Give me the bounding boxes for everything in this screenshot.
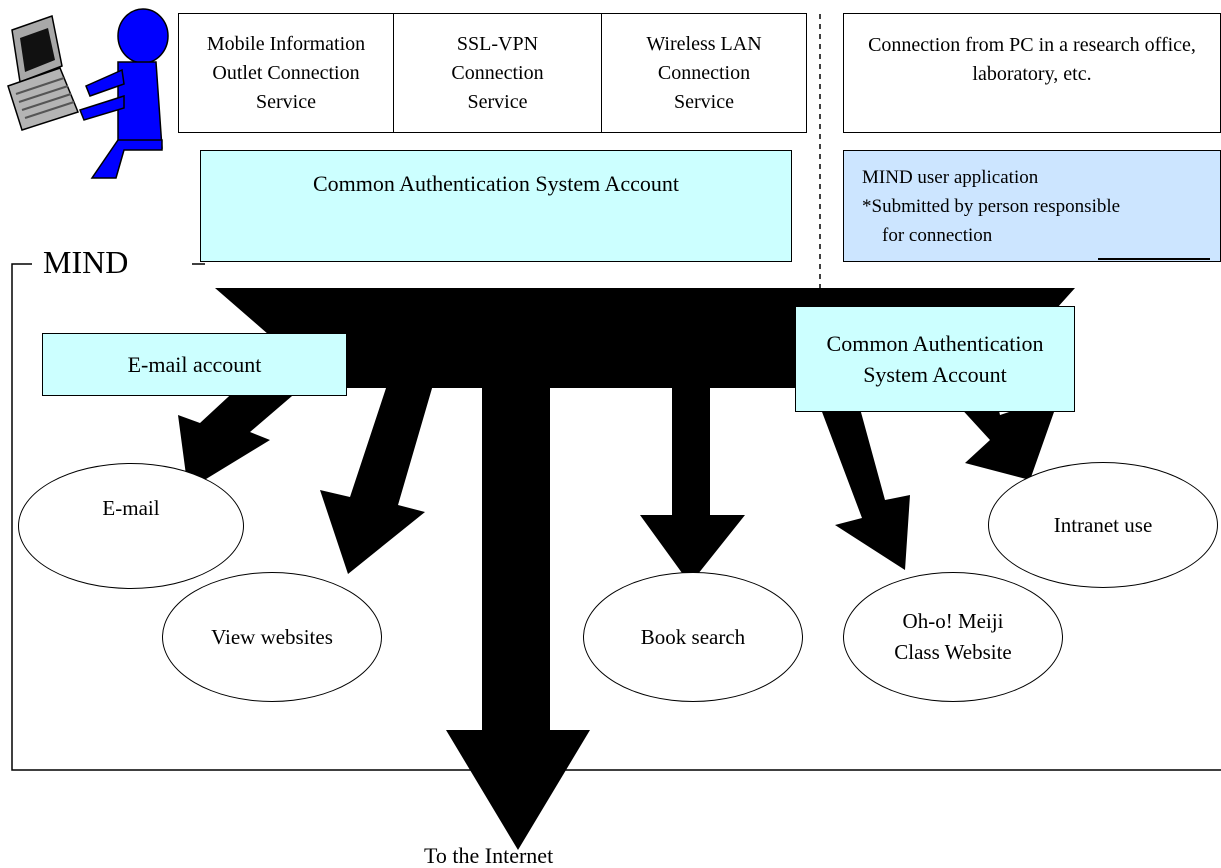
arrow-oho-meiji: [810, 372, 910, 570]
ssl-vpn-service-label: SSL-VPN Connection Service: [451, 32, 544, 113]
mind-application-line1: MIND user application: [862, 167, 1039, 188]
mind-network-label: MIND: [43, 244, 129, 280]
arrow-view-websites: [320, 370, 435, 574]
mobile-outlet-service-box: Mobile Information Outlet Connection Ser…: [178, 13, 394, 133]
user-figure-icon: [79, 8, 169, 179]
common-auth-account-small-label: Common Authentication System Account: [826, 331, 1044, 387]
common-auth-account-box: Common Authentication System Account: [200, 150, 792, 262]
email-label: E-mail: [102, 495, 160, 520]
arrow-book-search: [640, 370, 745, 584]
computer-icon: [7, 15, 80, 131]
wireless-lan-service-box: Wireless LAN Connection Service: [601, 13, 807, 133]
oho-meiji-ellipse: Oh-o! Meiji Class Website: [843, 572, 1063, 702]
oho-meiji-label: Oh-o! Meiji Class Website: [894, 609, 1012, 664]
view-websites-label: View websites: [211, 624, 333, 649]
book-search-label: Book search: [640, 624, 746, 649]
wireless-lan-service-label: Wireless LAN Connection Service: [646, 32, 762, 113]
ssl-vpn-service-box: SSL-VPN Connection Service: [393, 13, 602, 133]
mobile-outlet-service-label: Mobile Information Outlet Connection Ser…: [206, 32, 366, 113]
email-account-label: E-mail account: [127, 352, 262, 377]
intranet-ellipse: Intranet use: [988, 462, 1218, 588]
book-search-ellipse: Book search: [583, 572, 803, 702]
view-websites-ellipse: View websites: [162, 572, 382, 702]
common-auth-account-small-box: Common Authentication System Account: [795, 306, 1075, 412]
pc-connection-box: Connection from PC in a research office,…: [843, 13, 1221, 133]
pc-connection-label: Connection from PC in a research office,…: [868, 34, 1196, 85]
mind-user-application-box: MIND user application *Submitted by pers…: [843, 150, 1221, 262]
mind-application-line2: *Submitted by person responsible: [862, 196, 1121, 217]
mind-application-line3: for connection: [882, 225, 993, 246]
common-auth-account-label: Common Authentication System Account: [312, 171, 680, 196]
application-underline: [1098, 258, 1210, 260]
intranet-label: Intranet use: [1053, 512, 1153, 537]
email-ellipse: E-mail: [18, 463, 244, 589]
arrow-internet: [446, 380, 590, 850]
internet-label: To the Internet: [424, 843, 554, 868]
mind-frame: [11, 263, 1221, 771]
email-account-box: E-mail account: [42, 333, 347, 396]
